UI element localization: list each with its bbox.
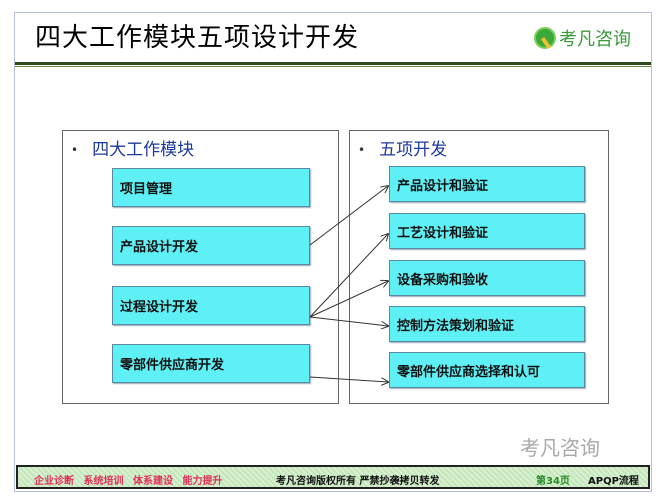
logo: 考凡咨询 (534, 25, 631, 51)
arrow (309, 186, 388, 246)
development-box: 工艺设计和验证 (389, 213, 585, 249)
footer-bar: 企业诊断 系统培训 体系建设 能力提升 考凡咨询版权所有 严禁抄袭拷贝转发 第3… (16, 465, 650, 489)
arrow (309, 376, 388, 382)
title-divider-thin (15, 66, 651, 67)
development-box: 零部件供应商选择和认可 (389, 352, 585, 388)
bullet-icon: • (358, 143, 366, 157)
development-box: 产品设计和验证 (389, 166, 585, 202)
slide-title: 四大工作模块五项设计开发 (35, 23, 360, 53)
right-panel-heading: •五项开发 (358, 140, 448, 160)
arrow (309, 234, 388, 318)
left-panel-heading: •四大工作模块 (71, 140, 195, 160)
arrow (309, 281, 388, 318)
module-box: 零部件供应商开发 (112, 344, 310, 383)
title-divider (15, 62, 651, 65)
footer-section: APQP流程 (588, 476, 639, 487)
footer-copyright: 考凡咨询版权所有 严禁抄袭拷贝转发 (276, 476, 440, 487)
module-box: 产品设计开发 (112, 226, 310, 265)
module-box: 过程设计开发 (112, 286, 310, 325)
module-box: 项目管理 (112, 168, 310, 207)
page-number: 第34页 (536, 476, 570, 487)
logo-icon (534, 27, 556, 49)
development-box: 设备采购和验收 (389, 260, 585, 296)
arrow (309, 316, 388, 326)
development-box: 控制方法策划和验证 (389, 306, 585, 342)
bullet-icon: • (71, 143, 79, 157)
logo-text: 考凡咨询 (559, 29, 631, 50)
watermark: 考凡咨询 (520, 436, 600, 460)
footer-slogans: 企业诊断 系统培训 体系建设 能力提升 (34, 476, 223, 487)
